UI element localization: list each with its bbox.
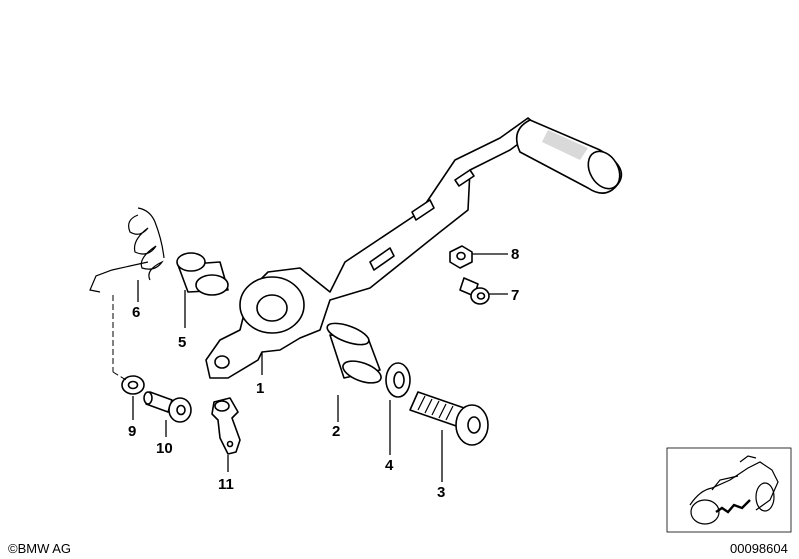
part-3-bolt[interactable] <box>409 391 489 446</box>
part-4-washer[interactable] <box>385 362 411 398</box>
copyright-text: ©BMW AG <box>8 541 71 556</box>
callout-4: 4 <box>385 457 394 474</box>
part-10-screw[interactable] <box>143 391 192 423</box>
callout-1: 1 <box>256 380 264 397</box>
part-11-clip[interactable] <box>211 397 241 455</box>
callout-9: 9 <box>128 423 136 440</box>
callout-7: 7 <box>511 287 519 304</box>
callout-5: 5 <box>178 334 186 351</box>
part-6-spring[interactable] <box>89 207 165 293</box>
part-2-spacer[interactable] <box>325 319 384 387</box>
part-5-bushing[interactable] <box>176 252 229 296</box>
callout-labels: 1 2 3 4 5 6 7 8 9 10 11 <box>128 246 519 501</box>
callout-8: 8 <box>511 246 519 263</box>
part-7-bolt[interactable] <box>459 277 490 305</box>
callout-3: 3 <box>437 484 445 501</box>
callout-6: 6 <box>132 304 140 321</box>
part-8-nut[interactable] <box>449 245 473 269</box>
callout-10: 10 <box>156 440 173 457</box>
leader-lines <box>112 253 508 482</box>
drawing-number: 00098604 <box>730 541 788 556</box>
part-9-washer[interactable] <box>121 375 145 395</box>
motorcycle-thumbnail <box>666 447 792 533</box>
callout-11: 11 <box>218 476 234 493</box>
part-1-shift-lever[interactable] <box>205 117 626 379</box>
callout-2: 2 <box>332 423 340 440</box>
